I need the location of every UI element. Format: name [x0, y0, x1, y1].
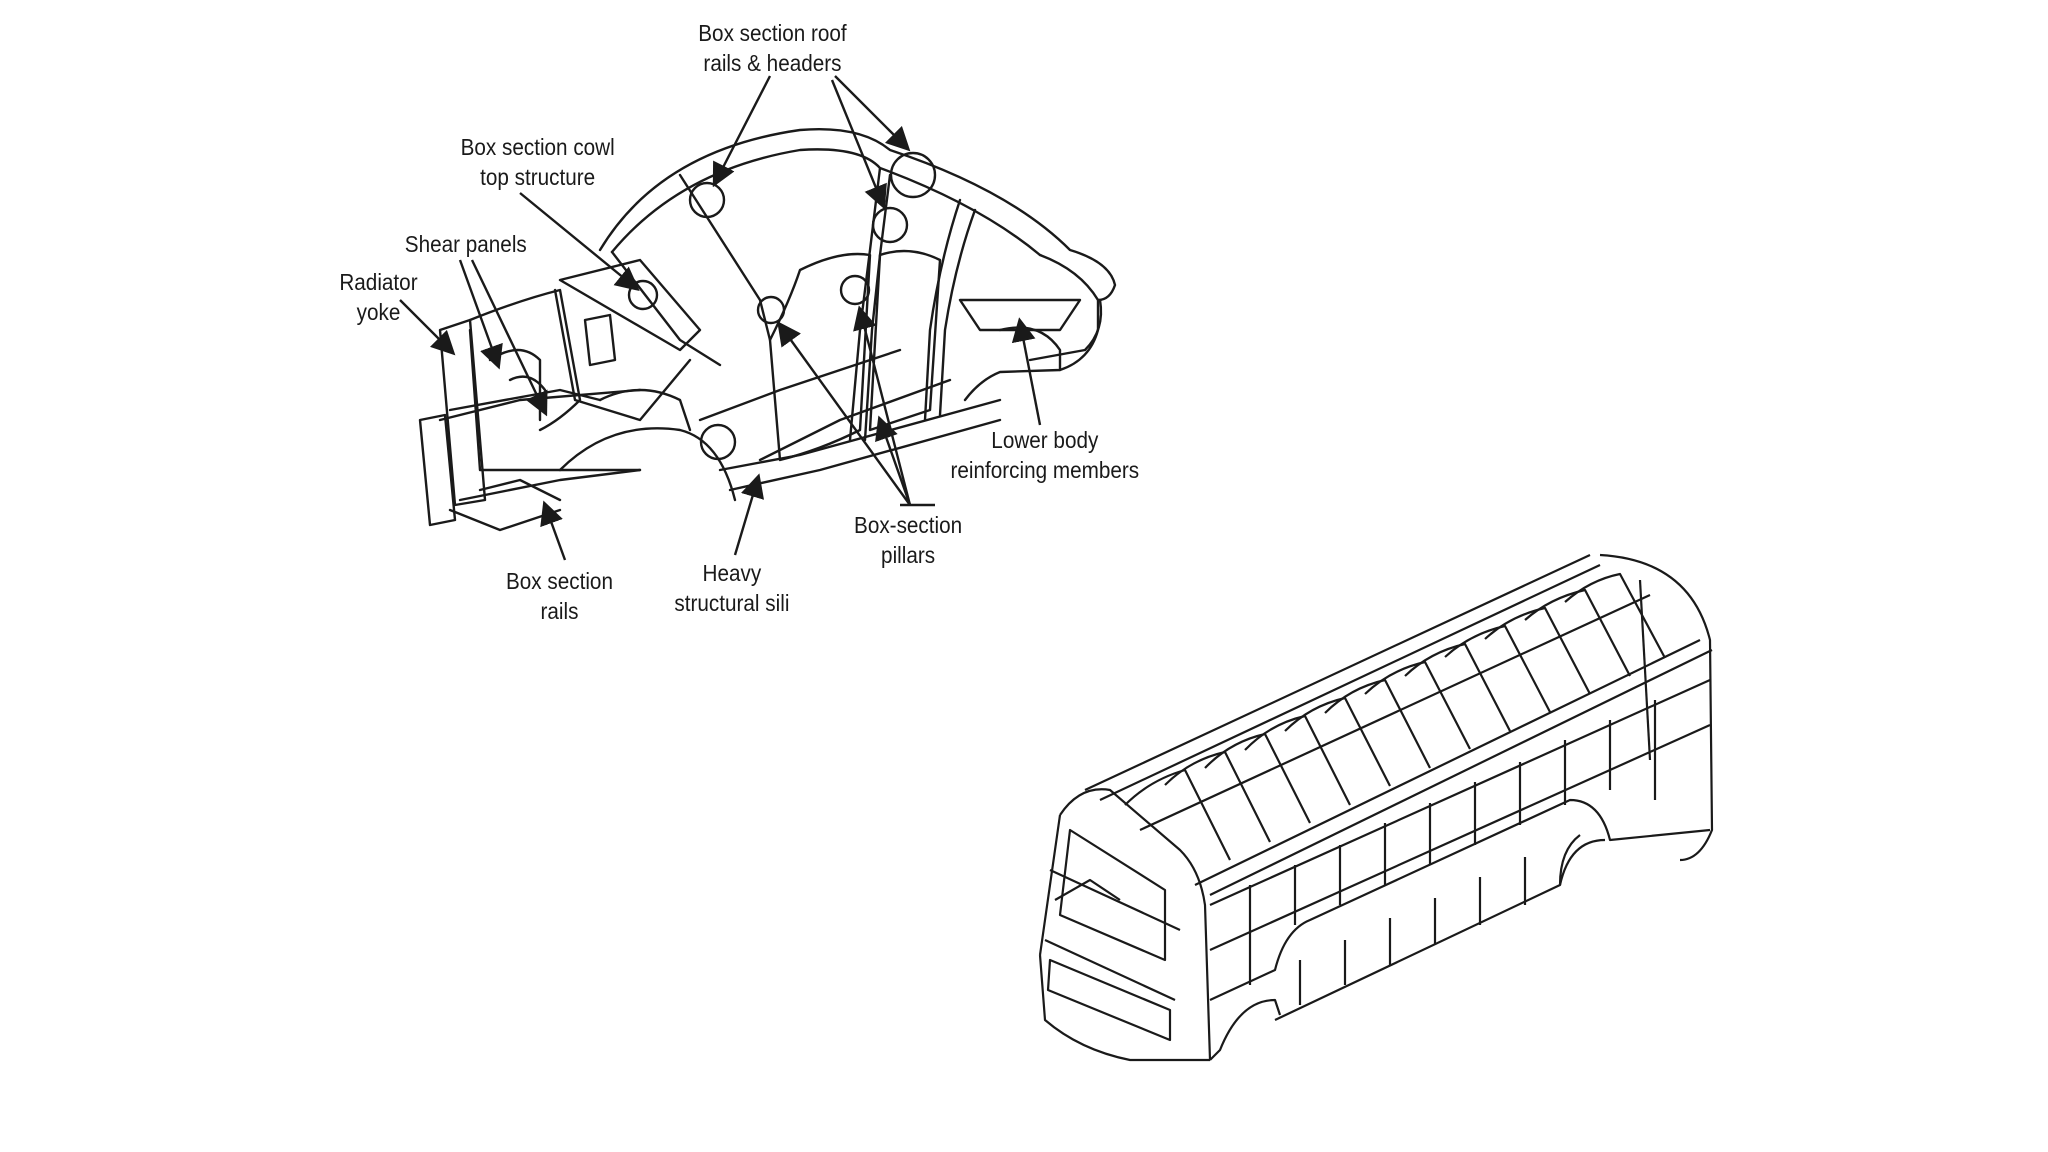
bus-roof-right-rail-2	[1209, 649, 1713, 896]
dash-window	[583, 313, 617, 367]
bus-front-frame-3	[1044, 939, 1176, 1001]
label-cowl-top: Box section cowl top structure	[460, 134, 615, 190]
arrow-cowl	[519, 192, 640, 292]
bus-floor-members	[1298, 857, 1527, 1005]
arrow-shear-2	[470, 259, 548, 417]
arrow-roof-1	[712, 75, 772, 188]
roof-rail-marker-1	[688, 181, 726, 219]
bus-front-frame-2	[1054, 878, 1121, 901]
arrow-pillar-2	[875, 415, 912, 506]
wheelhouse-rear	[998, 326, 1062, 372]
arrow-lower-body	[1011, 317, 1042, 426]
roof-rail-marker-2	[889, 151, 937, 199]
wheelhouse-front	[558, 427, 737, 502]
bus-front-frame-1	[1049, 869, 1181, 931]
front-lower-2	[478, 478, 562, 502]
arrow-rails	[540, 500, 567, 561]
bus-front-glass	[1058, 828, 1167, 962]
label-roof-rails: Box section roof rails & headers	[698, 20, 847, 76]
pillar-marker-1	[756, 295, 786, 325]
bus-rear-wheelhouse	[1558, 838, 1606, 886]
label-sill: Heavy structural sili	[674, 560, 790, 616]
floor-seam	[758, 378, 952, 462]
arrow-roof-3	[830, 79, 887, 210]
arrow-shear-1	[458, 259, 503, 370]
rear-floor	[958, 298, 1082, 332]
pillar-marker-2	[839, 274, 871, 306]
front-lower	[448, 508, 562, 532]
bus-roof-right-rail	[1194, 639, 1701, 886]
bus-rear-left	[1638, 579, 1652, 761]
label-lower-body: Lower body reinforcing members	[950, 427, 1140, 483]
front-door-opening	[768, 252, 872, 462]
bus-side-pillars	[1248, 700, 1657, 985]
cowl-top	[558, 258, 702, 352]
bus-roof-left-rail	[1084, 554, 1591, 791]
dash-panel	[553, 288, 692, 422]
bus-front-left	[1038, 814, 1062, 956]
bus-roof-center	[1139, 594, 1651, 831]
arrow-roof-2	[834, 75, 911, 152]
roof-rail-marker-3	[871, 206, 909, 244]
arrow-pillar-1	[853, 305, 912, 506]
b-pillar-inner	[863, 173, 892, 442]
bus-roof-bows	[1124, 572, 1666, 861]
bus-front-grille	[1046, 958, 1172, 1042]
bus-wheelhouse-front	[1209, 998, 1282, 1061]
bumper-bracket	[418, 413, 457, 527]
floor-tunnel	[698, 348, 902, 422]
rear-quarter	[1028, 298, 1103, 362]
front-rail-left	[438, 388, 642, 422]
bus-belt-upper	[1209, 678, 1711, 907]
bus-skirt-lower	[1274, 834, 1581, 1021]
arrow-radiator	[399, 299, 456, 356]
front-apron	[468, 288, 582, 432]
label-rails: Box section rails	[505, 568, 613, 624]
radiator-yoke	[438, 318, 487, 507]
front-rail-right	[458, 468, 642, 502]
c-pillar-inner	[938, 208, 977, 417]
bus-belt-lower	[1209, 723, 1711, 952]
sill-marker	[699, 423, 737, 461]
bus-skirt	[1209, 798, 1711, 1001]
arrow-sill	[733, 473, 765, 556]
label-radiator-yoke: Radiator yoke	[339, 269, 418, 325]
rear-deck	[963, 253, 1100, 402]
bus-front-lower	[1038, 954, 1210, 1062]
arrow-pillar-3	[777, 321, 911, 506]
label-shear-panels: Shear panels	[404, 231, 527, 257]
engine-bay	[598, 388, 692, 432]
front-crossmember	[448, 388, 602, 412]
bus-rear-outline	[1599, 553, 1714, 862]
label-pillars: Box-section pillars	[854, 512, 963, 568]
roof-outline	[598, 128, 1117, 302]
cowl-marker	[627, 279, 659, 311]
rocker-sill	[718, 398, 1002, 472]
bus-front-outline	[1059, 788, 1212, 1061]
bus-roof-left-rail-2	[1099, 564, 1601, 801]
c-pillar	[923, 198, 962, 422]
